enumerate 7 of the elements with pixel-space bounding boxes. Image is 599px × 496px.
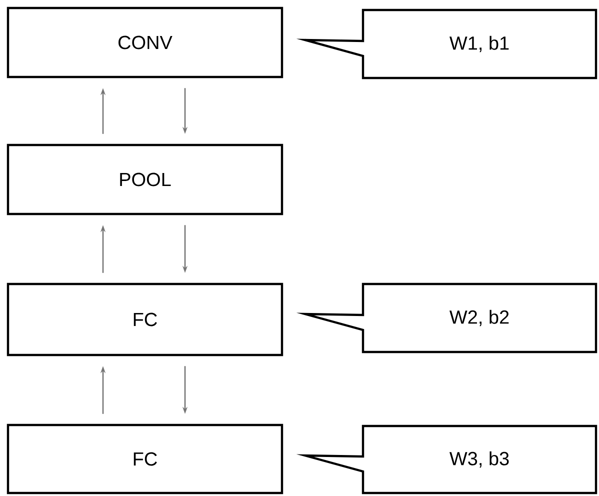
callout-bubble: W1, b1 bbox=[296, 8, 598, 80]
layer-box: FC bbox=[6, 424, 284, 494]
layer-box: FC bbox=[6, 282, 284, 356]
callout-bubble: W3, b3 bbox=[296, 424, 598, 494]
layer-box: POOL bbox=[6, 144, 284, 216]
callout-bubble: W2, b2 bbox=[296, 282, 598, 354]
layer-box: CONV bbox=[6, 6, 284, 78]
